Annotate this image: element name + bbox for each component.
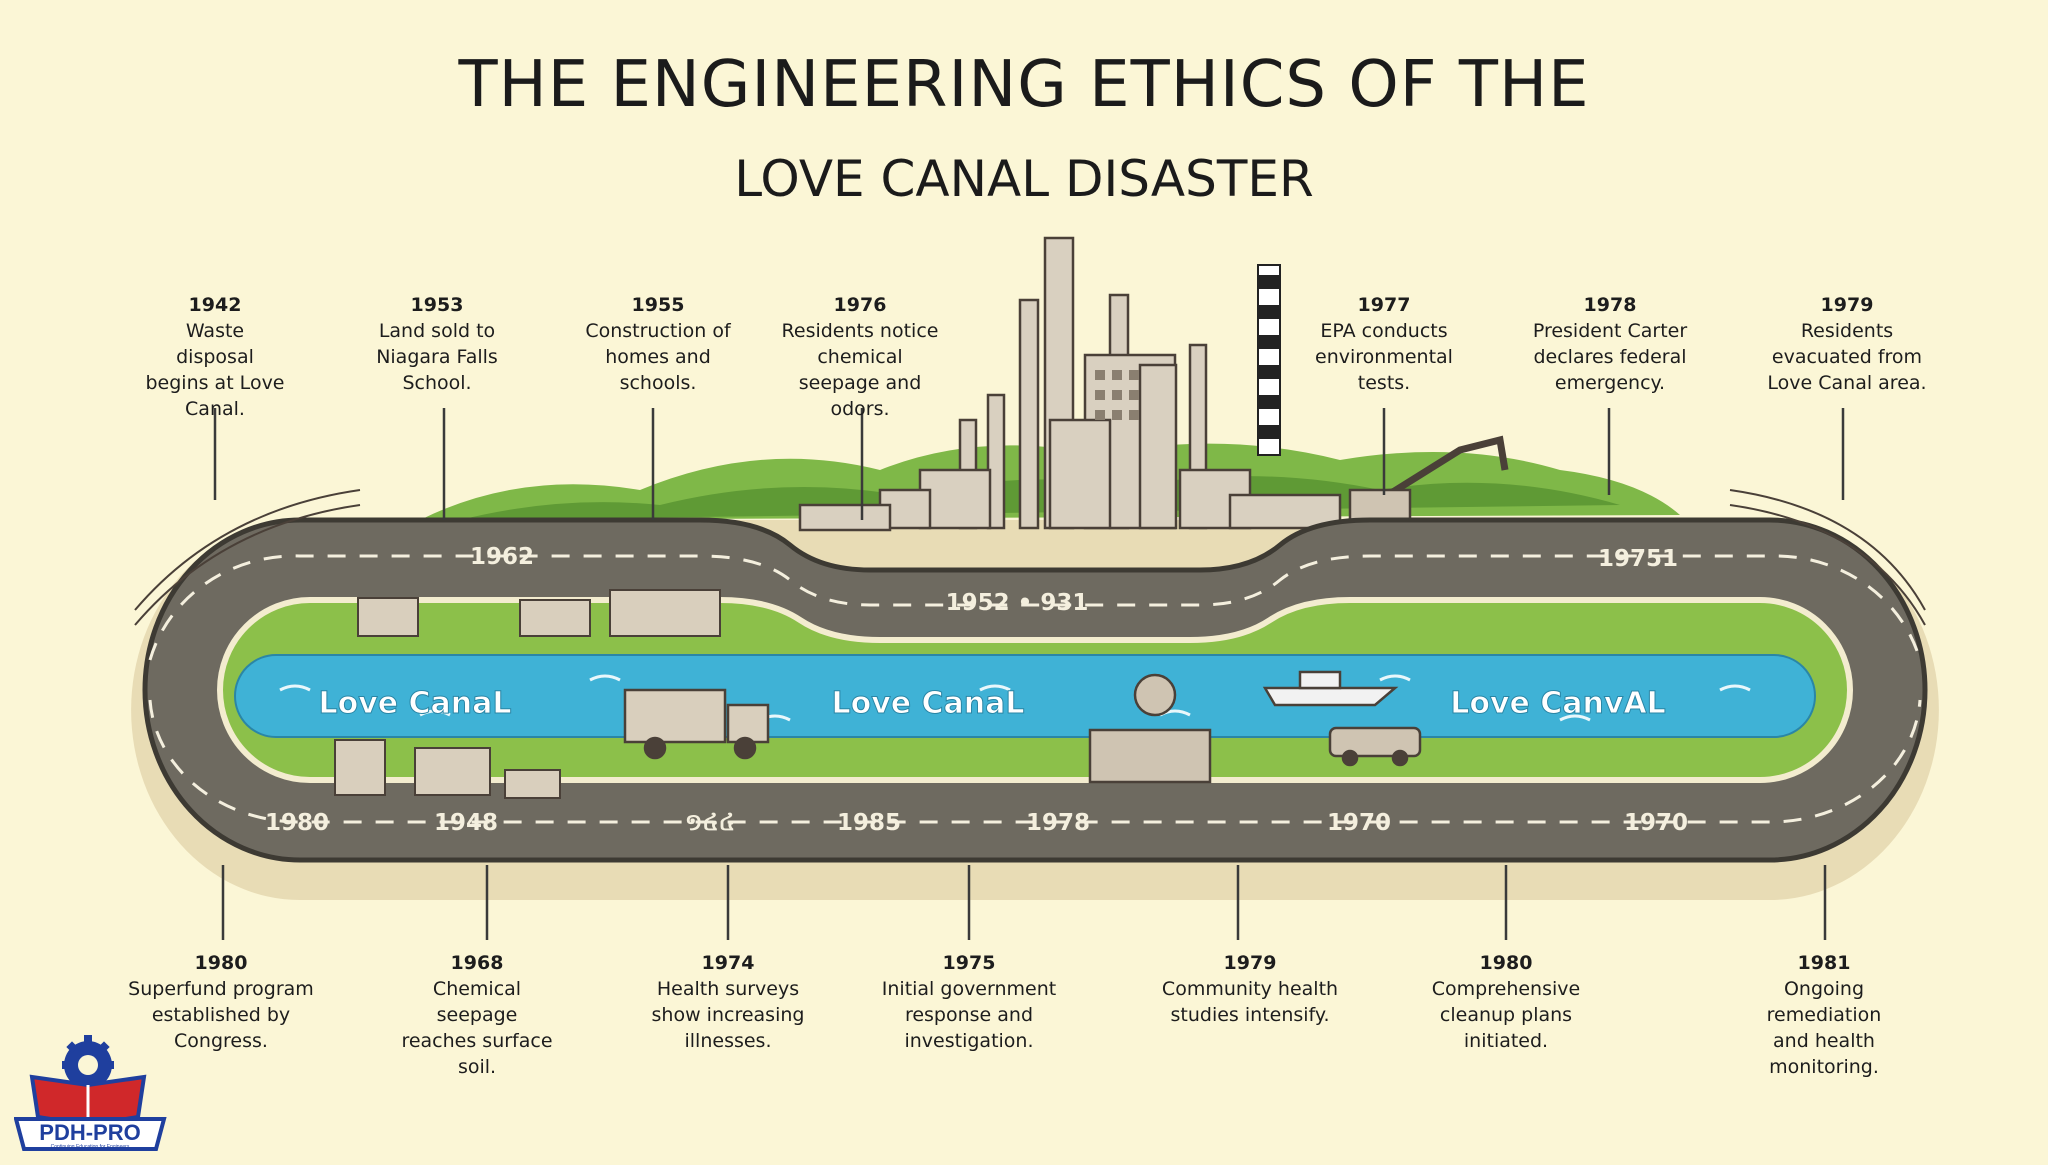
water-ripples <box>279 674 1751 722</box>
track-label: 1980 <box>265 810 329 836</box>
tree-line-dark <box>460 476 1620 520</box>
timeline-event-top: 1953 Land sold to Niagara Falls School. <box>337 292 537 396</box>
timeline-event-top: 1955 Construction of homes and schools. <box>558 292 758 396</box>
event-year: 1979 <box>1223 952 1277 974</box>
timeline-event-bottom: 1975 Initial government response and inv… <box>869 950 1069 1054</box>
timeline-event-bottom: 1981 Ongoing remediation and health moni… <box>1724 950 1924 1080</box>
lane-dashes-top <box>148 554 1922 661</box>
track-label: 1985 <box>837 810 901 836</box>
timeline-event-top: 1942 Waste disposal begins at Love Canal… <box>115 292 315 422</box>
event-year: 1974 <box>701 952 755 974</box>
event-year: 1942 <box>188 294 242 316</box>
event-description: EPA conducts environmental tests. <box>1315 320 1453 394</box>
event-year: 1981 <box>1797 952 1851 974</box>
event-year: 1953 <box>410 294 464 316</box>
timeline-event-bottom: 1974 Health surveys show increasing illn… <box>628 950 828 1054</box>
track-label: ១៤៤ <box>685 810 735 836</box>
event-description: Comprehensive cleanup plans initiated. <box>1431 978 1581 1052</box>
event-description: Chemical seepage reaches surface soil. <box>401 978 553 1078</box>
fence-right <box>1729 489 1926 626</box>
canal-label: Love CanaL <box>318 686 511 721</box>
event-description: Residents notice chemical seepage and od… <box>781 320 939 420</box>
boat <box>1262 670 1399 707</box>
page-title-line1: THE ENGINEERING ETHICS OF THE <box>458 48 1590 122</box>
event-description: Superfund program established by Congres… <box>128 978 314 1052</box>
car <box>1328 726 1422 767</box>
excavator-arm <box>1378 435 1509 503</box>
event-description: Community health studies intensify. <box>1161 978 1339 1026</box>
timeline-event-bottom: 1968 Chemical seepage reaches surface so… <box>377 950 577 1080</box>
event-year: 1978 <box>1583 294 1637 316</box>
factory-building <box>1048 418 1112 530</box>
smokestack <box>986 393 1006 530</box>
rubble-pile <box>798 503 892 532</box>
striped-chimney <box>1257 264 1281 456</box>
event-description: Construction of homes and schools. <box>585 320 731 394</box>
event-description: Residents evacuated from Love Canal area… <box>1767 320 1927 394</box>
monument <box>1088 673 1212 784</box>
event-year: 1980 <box>194 952 248 974</box>
event-description: Ongoing remediation and health monitorin… <box>1766 978 1882 1078</box>
event-year: 1980 <box>1479 952 1533 974</box>
connector-lines <box>213 408 1845 940</box>
event-description: Initial government response and investig… <box>881 978 1057 1052</box>
logo-banner <box>14 1117 167 1151</box>
event-year: 1975 <box>942 952 996 974</box>
event-description: President Carter declares federal emerge… <box>1532 320 1688 394</box>
pdh-pro-logo: PDH-PRO Continuing Education for Enginee… <box>14 1035 167 1151</box>
timeline-event-top: 1977 EPA conducts environmental tests. <box>1284 292 1484 396</box>
event-year: 1977 <box>1357 294 1411 316</box>
houses-left <box>334 589 721 799</box>
track-label: 1970 <box>1624 810 1688 836</box>
event-year: 1976 <box>833 294 887 316</box>
event-year: 1955 <box>631 294 685 316</box>
track-label: 1970 <box>1327 810 1391 836</box>
page-title-line2: LOVE CANAL DISASTER <box>734 150 1314 208</box>
track-label: 1978 <box>1026 810 1090 836</box>
lane-dashes-bottom <box>148 699 1922 824</box>
event-year: 1968 <box>450 952 504 974</box>
factory-windows <box>1095 370 1139 420</box>
event-description: Land sold to Niagara Falls School. <box>376 320 498 394</box>
track-label: 1948 <box>434 810 498 836</box>
factory-building <box>1138 363 1178 530</box>
logo-tagline: Continuing Education for Engineers <box>51 1144 130 1150</box>
timeline-event-top: 1976 Residents notice chemical seepage a… <box>760 292 960 422</box>
timeline-event-bottom: 1980 Comprehensive cleanup plans initiat… <box>1406 950 1606 1054</box>
timeline-event-bottom: 1979 Community health studies intensify. <box>1150 950 1350 1028</box>
storage-tank <box>918 468 992 530</box>
timeline-event-bottom: 1980 Superfund program established by Co… <box>121 950 321 1054</box>
logo-text: PDH-PRO <box>39 1120 140 1145</box>
canal-label: Love CanaL <box>831 686 1024 721</box>
rubble-pile <box>1228 493 1342 530</box>
track-label: 1962 <box>470 544 534 570</box>
fence-left <box>134 489 361 626</box>
timeline-event-top: 1978 President Carter declares federal e… <box>1510 292 1710 396</box>
timeline-event-top: 1979 Residents evacuated from Love Canal… <box>1737 292 1957 396</box>
event-year: 1979 <box>1820 294 1874 316</box>
track-label: 1952 • 931 <box>946 590 1089 616</box>
dump-truck <box>623 688 770 760</box>
smokestack <box>1018 298 1040 530</box>
track-label: 19751 <box>1598 546 1678 572</box>
canal-label: Love CanvAL <box>1450 686 1666 721</box>
event-description: Waste disposal begins at Love Canal. <box>145 320 285 420</box>
event-description: Health surveys show increasing illnesses… <box>651 978 805 1052</box>
